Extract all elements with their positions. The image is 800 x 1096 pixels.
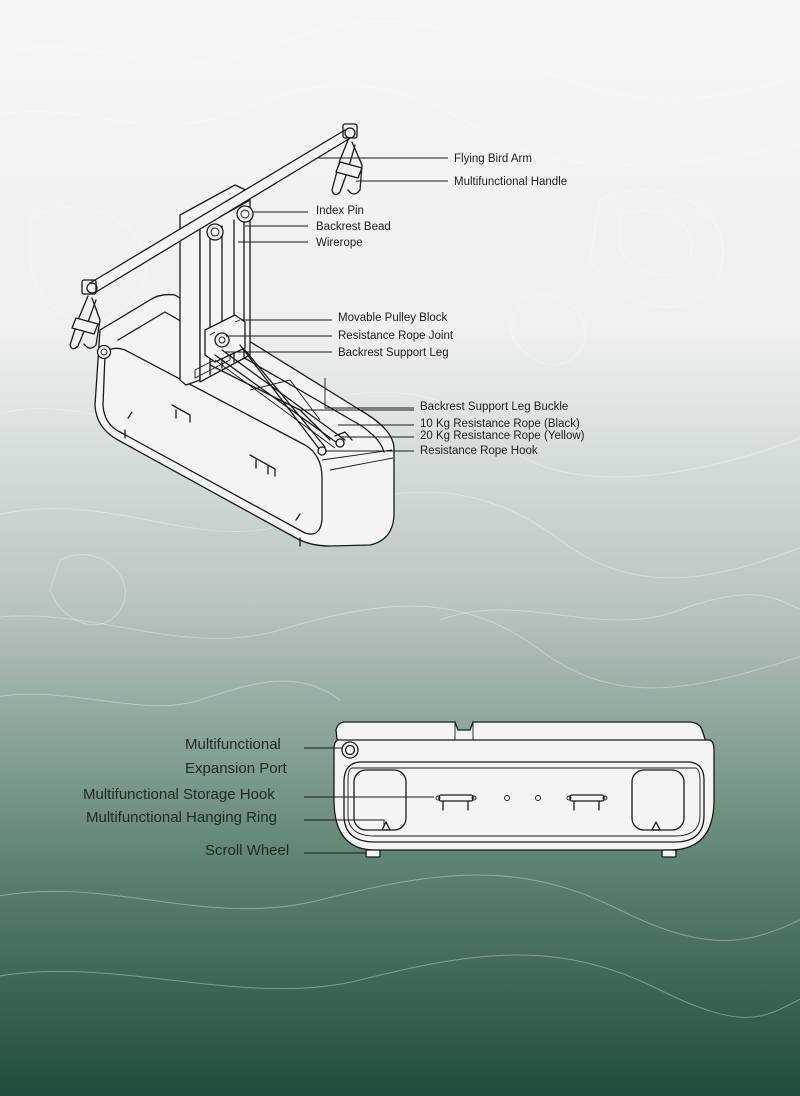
- label-storage-hook: Multifunctional Storage Hook: [83, 786, 275, 803]
- support-legs-and-ropes: [209, 344, 346, 451]
- bottom-labels: Multifunctional Expansion Port Multifunc…: [83, 736, 289, 859]
- base-front-panel: [102, 347, 323, 535]
- top-labels: Flying Bird Arm Multifunctional Handle I…: [316, 153, 585, 457]
- label-20kg-resistance-rope: 20 Kg Resistance Rope (Yellow): [420, 430, 585, 442]
- topographic-pattern: [0, 20, 800, 1018]
- label-backrest-support-leg-buckle: Backrest Support Leg Buckle: [420, 401, 568, 413]
- label-multifunctional-handle: Multifunctional Handle: [454, 176, 567, 188]
- label-10kg-resistance-rope: 10 Kg Resistance Rope (Black): [420, 418, 580, 430]
- front-hooks: [127, 404, 301, 521]
- body: [333, 739, 715, 851]
- port-circle-icon: [96, 344, 112, 360]
- expansion-port-icon: [341, 741, 359, 759]
- label-movable-pulley-block: Movable Pulley Block: [338, 312, 448, 324]
- resistance-rope-hooks: [317, 431, 353, 456]
- front-view-drawing: [333, 721, 715, 858]
- label-wirerope: Wirerope: [316, 237, 363, 249]
- label-resistance-rope-joint: Resistance Rope Joint: [338, 330, 454, 342]
- scroll-wheel-icons: [365, 849, 677, 858]
- label-expansion-port: Expansion Port: [185, 760, 288, 777]
- top-leader-lines: [225, 157, 448, 452]
- label-backrest-bead: Backrest Bead: [316, 221, 391, 233]
- multifunctional-handles: [69, 139, 363, 350]
- storage-hook-icons: [435, 794, 608, 811]
- label-resistance-rope-hook: Resistance Rope Hook: [420, 445, 538, 457]
- inner-panel: [343, 761, 705, 843]
- movable-pulley-block: [204, 314, 246, 363]
- label-backrest-support-leg: Backrest Support Leg: [338, 347, 449, 359]
- label-flying-bird-arm: Flying Bird Arm: [454, 153, 532, 165]
- bottom-leader-lines: [304, 747, 434, 854]
- isometric-machine-drawing: [69, 123, 395, 547]
- flying-bird-arm: [81, 123, 358, 295]
- backrest-bead-pulleys: [206, 205, 254, 241]
- label-scroll-wheel: Scroll Wheel: [205, 842, 289, 859]
- label-hanging-ring: Multifunctional Hanging Ring: [86, 809, 277, 826]
- base-box-outer: [94, 293, 395, 547]
- label-multifunctional: Multifunctional: [185, 736, 281, 753]
- label-index-pin: Index Pin: [316, 205, 364, 217]
- left-window: [353, 769, 407, 831]
